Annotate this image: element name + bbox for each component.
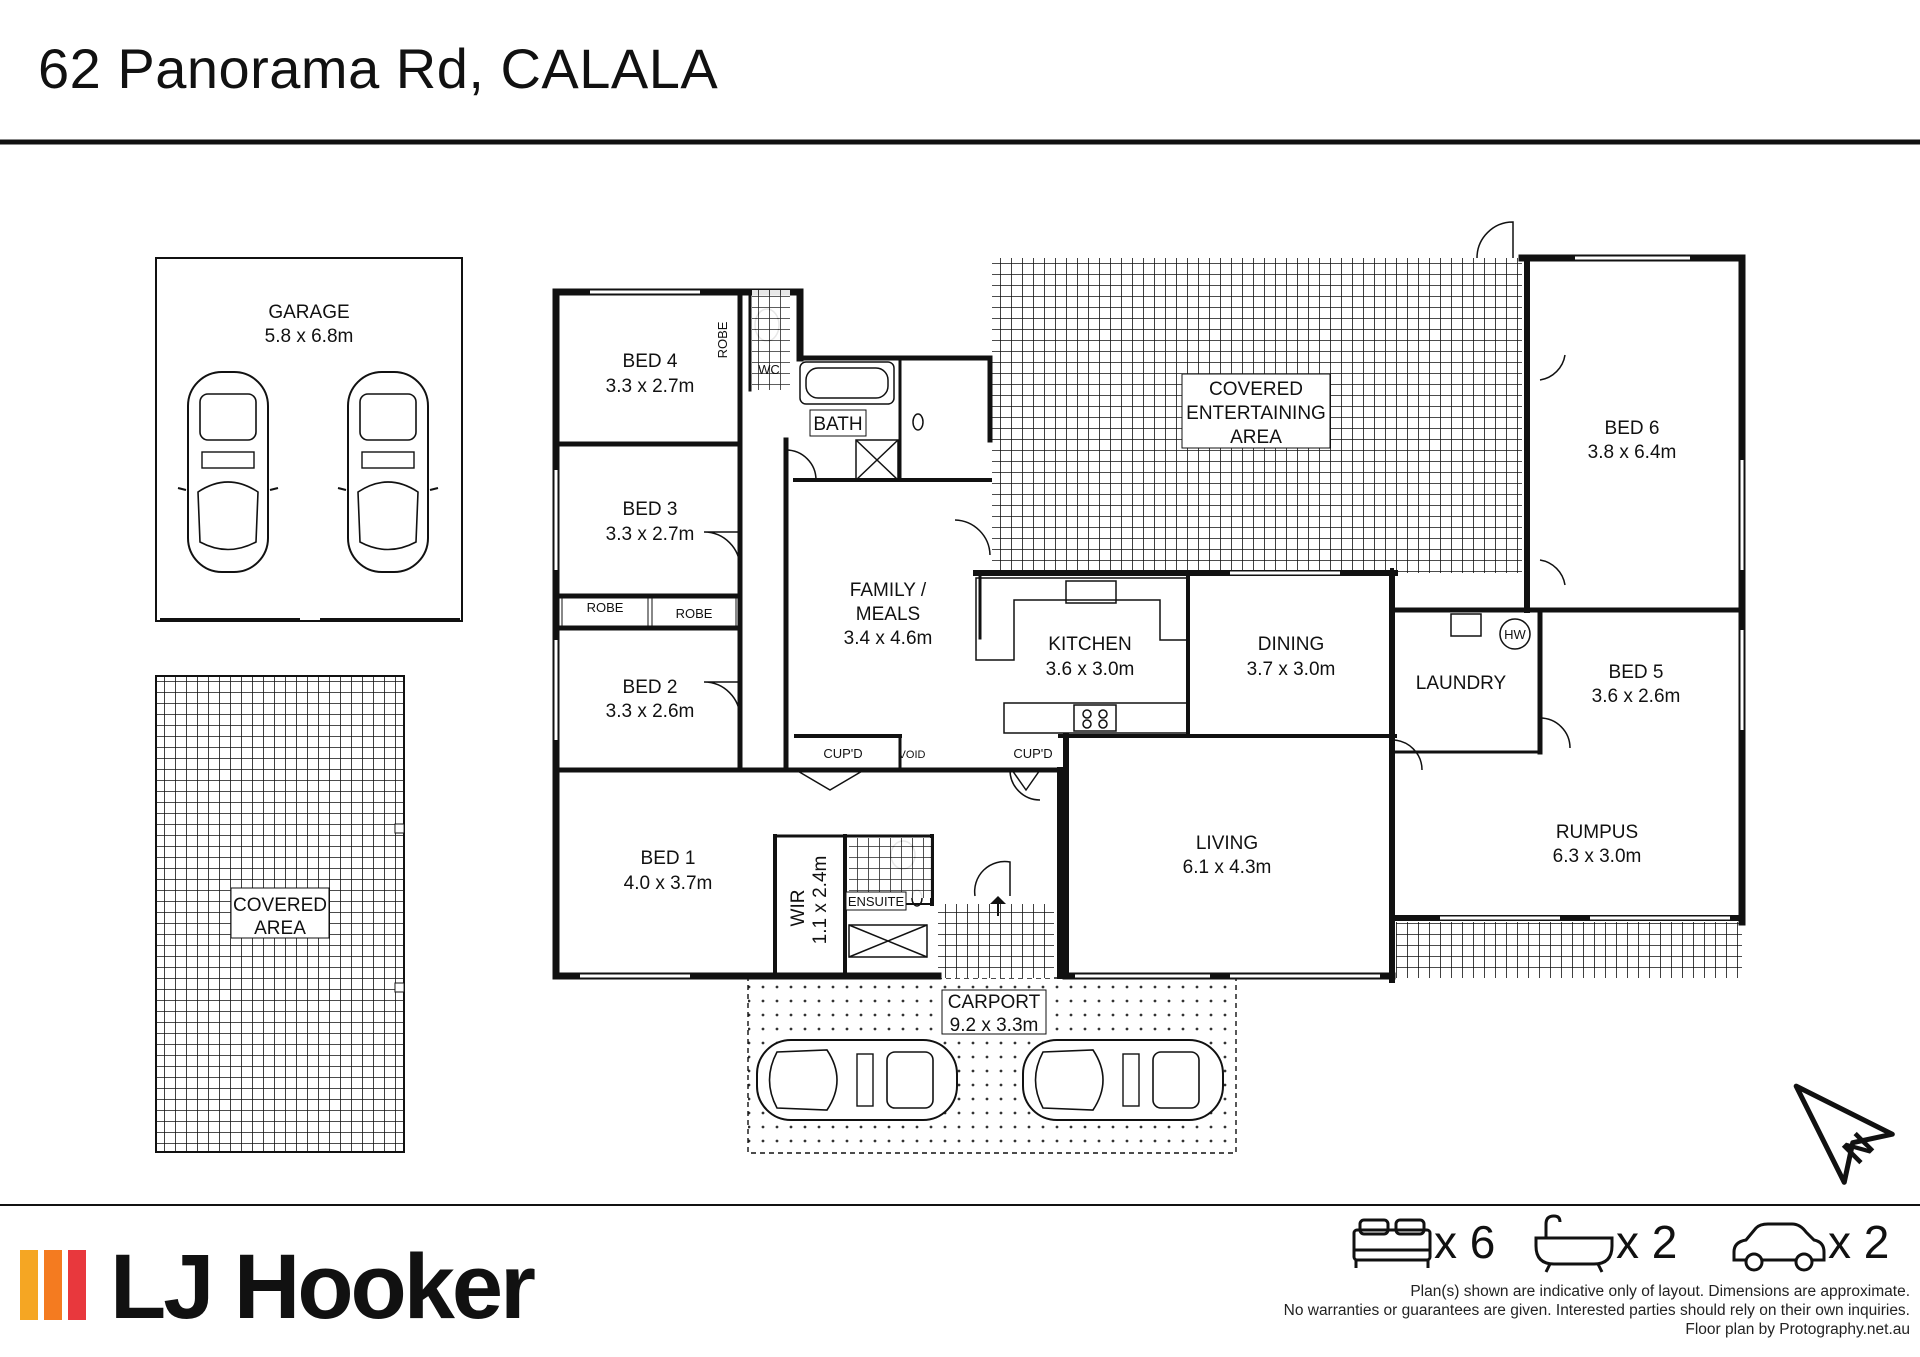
wir-size: 1.1 x 2.4m bbox=[810, 856, 831, 945]
wc-label: WC bbox=[758, 362, 780, 377]
disclaimer: Plan(s) shown are indicative only of lay… bbox=[1090, 1282, 1910, 1339]
bed4-label: BED 4 bbox=[623, 351, 678, 372]
family-size: 3.4 x 4.6m bbox=[844, 628, 933, 649]
robe-bed4-label: ROBE bbox=[715, 321, 730, 358]
laundry-label: LAUNDRY bbox=[1416, 673, 1507, 694]
dining-size: 3.7 x 3.0m bbox=[1247, 659, 1336, 680]
rumpus-size: 6.3 x 3.0m bbox=[1553, 846, 1642, 867]
entertaining-area: COVERED ENTERTAINING AREA bbox=[992, 221, 1522, 573]
garage-label: GARAGE bbox=[268, 302, 349, 323]
bed5-size: 3.6 x 2.6m bbox=[1592, 686, 1681, 707]
carport: CARPORT 9.2 x 3.3m bbox=[747, 977, 1237, 1154]
bath-icon bbox=[1534, 1214, 1614, 1273]
car-count-value: x 2 bbox=[1828, 1216, 1890, 1268]
covered-area-label-2: AREA bbox=[254, 918, 306, 939]
ensuite-label: ENSUITE bbox=[848, 894, 905, 909]
kitchen-size: 3.6 x 3.0m bbox=[1046, 659, 1135, 680]
kitchen-benches bbox=[975, 577, 1189, 734]
property-stats: x 6 x 2 x 2 bbox=[1350, 1212, 1910, 1282]
north-arrow-icon: N bbox=[1793, 1083, 1895, 1185]
cupd-b-label: CUP'D bbox=[1013, 746, 1052, 761]
window-lines bbox=[553, 255, 1745, 979]
dining-label: DINING bbox=[1258, 634, 1325, 655]
ensuite-tiles bbox=[849, 838, 931, 898]
page-title: 62 Panorama Rd, CALALA bbox=[38, 37, 719, 100]
bath-label: BATH bbox=[813, 414, 862, 435]
brand-logo: LJ Hooker bbox=[20, 1236, 536, 1338]
car-icon bbox=[177, 371, 279, 573]
house-walls bbox=[552, 254, 1746, 983]
bed6-label: BED 6 bbox=[1605, 418, 1660, 439]
car-count: x 2 bbox=[1828, 1212, 1889, 1272]
living-size: 6.1 x 4.3m bbox=[1183, 857, 1272, 878]
rumpus-label: RUMPUS bbox=[1556, 822, 1638, 843]
hw-label: HW bbox=[1504, 627, 1526, 642]
car-icon bbox=[1022, 1039, 1224, 1121]
bed-icon bbox=[1352, 1218, 1432, 1268]
carport-size: 9.2 x 3.3m bbox=[950, 1015, 1039, 1036]
disclaimer-line-2: No warranties or guarantees are given. I… bbox=[1283, 1302, 1910, 1319]
car-icon bbox=[1732, 1222, 1826, 1272]
bed5-label: BED 5 bbox=[1609, 662, 1664, 683]
car-icon bbox=[756, 1039, 958, 1121]
logo-stripe-3 bbox=[68, 1250, 86, 1320]
bed-count-value: x 6 bbox=[1434, 1216, 1496, 1268]
bed1-label: BED 1 bbox=[641, 848, 696, 869]
entertaining-label-3: AREA bbox=[1230, 427, 1282, 448]
void-label: VOID bbox=[899, 749, 926, 761]
windows bbox=[554, 256, 1744, 978]
logo-stripe-2 bbox=[44, 1250, 62, 1320]
bath-count: x 2 bbox=[1616, 1212, 1677, 1272]
bed2-size: 3.3 x 2.6m bbox=[606, 701, 695, 722]
entry-arrow-icon bbox=[990, 896, 1006, 916]
living-label: LIVING bbox=[1196, 833, 1258, 854]
wir-label: WIR bbox=[788, 890, 809, 927]
bed3-label: BED 3 bbox=[623, 499, 678, 520]
kitchen-label: KITCHEN bbox=[1048, 634, 1131, 655]
wet-area-tiles bbox=[752, 290, 790, 390]
bed2-label: BED 2 bbox=[623, 677, 678, 698]
rear-patio bbox=[1396, 922, 1742, 978]
car-icon bbox=[337, 371, 439, 573]
robe-b-label: ROBE bbox=[676, 606, 713, 621]
entertaining-label-1: COVERED bbox=[1209, 379, 1303, 400]
logo-stripe-1 bbox=[20, 1250, 38, 1320]
family-label-2: MEALS bbox=[856, 604, 920, 625]
robe-a-label: ROBE bbox=[587, 600, 624, 615]
entertaining-label-2: ENTERTAINING bbox=[1186, 403, 1326, 424]
disclaimer-line-3: Floor plan by Protography.net.au bbox=[1685, 1321, 1910, 1338]
covered-area: COVERED AREA bbox=[155, 675, 405, 1153]
garage-size: 5.8 x 6.8m bbox=[265, 326, 354, 347]
bed-count: x 6 bbox=[1434, 1212, 1495, 1272]
entry-porch bbox=[938, 904, 1054, 978]
family-label-1: FAMILY / bbox=[850, 580, 927, 601]
bed4-size: 3.3 x 2.7m bbox=[606, 376, 695, 397]
covered-area-label-1: COVERED bbox=[233, 895, 327, 916]
bed1-size: 4.0 x 3.7m bbox=[624, 873, 713, 894]
bed3-size: 3.3 x 2.7m bbox=[606, 524, 695, 545]
cupd-a-label: CUP'D bbox=[823, 746, 862, 761]
garage-room: GARAGE 5.8 x 6.8m bbox=[155, 257, 463, 622]
carport-label: CARPORT bbox=[948, 992, 1041, 1013]
bath-count-value: x 2 bbox=[1616, 1216, 1678, 1268]
bed6-size: 3.8 x 6.4m bbox=[1588, 442, 1677, 463]
door-swings bbox=[703, 354, 1571, 897]
disclaimer-line-1: Plan(s) shown are indicative only of lay… bbox=[1410, 1283, 1910, 1300]
brand-name: LJ Hooker bbox=[110, 1236, 536, 1338]
